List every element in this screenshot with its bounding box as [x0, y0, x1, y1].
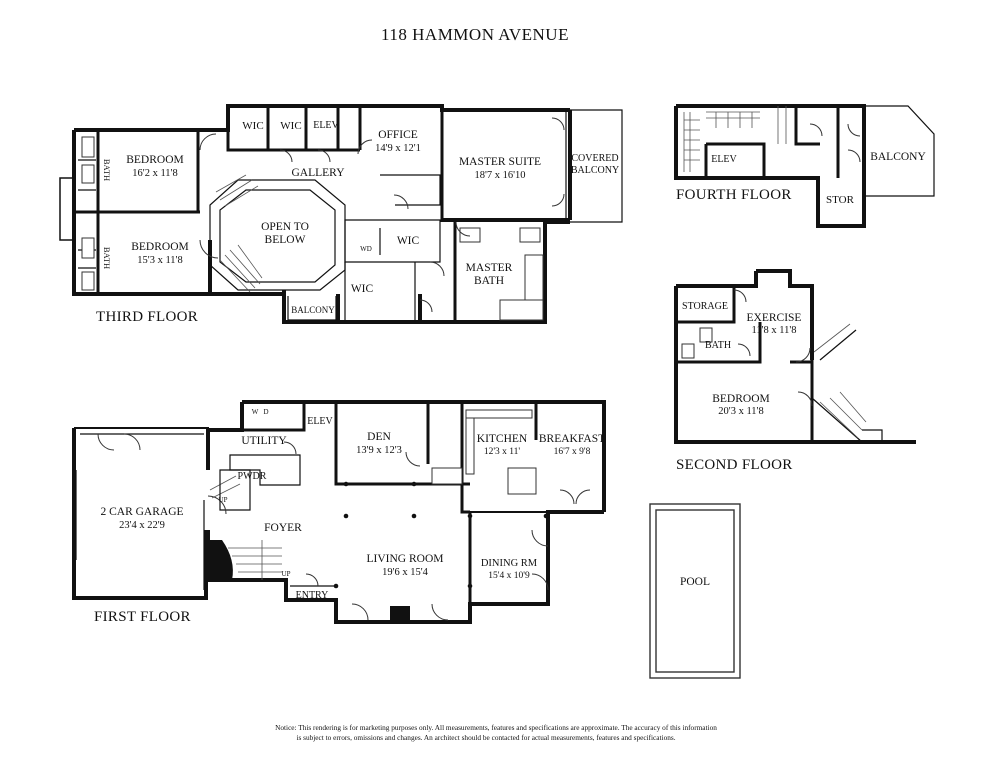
garage-label: 2 CAR GARAGE [100, 506, 183, 518]
dryer-label: D [263, 408, 268, 416]
covered-balcony-label-1: COVERED [571, 153, 618, 164]
wic-1-label: WIC [242, 120, 263, 132]
bedroom-third-b-dimensions: 15'3 x 11'8 [137, 255, 182, 266]
elev-third-label: ELEV [313, 120, 339, 131]
foyer-label: FOYER [264, 522, 302, 534]
balcony-third-label: BALCONY [291, 305, 335, 315]
breakfast-label: BREAKFAST [539, 433, 605, 445]
page-title: 118 HAMMON AVENUE [381, 25, 569, 44]
wic-3-label: WIC [397, 235, 420, 247]
pool-plan [649, 503, 741, 679]
office-label: OFFICE [378, 129, 418, 141]
dining-room-dimensions: 15'4 x 10'9 [488, 571, 530, 581]
up-first-a-label: UP [219, 496, 228, 504]
wic-2-label: WIC [280, 120, 301, 132]
den-dimensions: 13'9 x 12'3 [356, 445, 402, 456]
kitchen-dimensions: 12'3 x 11' [484, 447, 521, 457]
wic-4-label: WIC [351, 283, 374, 295]
bedroom-second-dimensions: 20'3 x 11'8 [718, 406, 763, 417]
exercise-label: EXERCISE [747, 312, 802, 324]
utility-label: UTILITY [241, 435, 287, 447]
washer-label: W [252, 408, 259, 416]
notice-line-2: is subject to errors, omissions and chan… [296, 733, 675, 742]
first-floor-plan [72, 400, 606, 624]
master-suite-label: MASTER SUITE [459, 156, 541, 168]
bedroom-third-a-label: BEDROOM [126, 154, 184, 166]
storage-label: STORAGE [682, 301, 728, 312]
living-room-label: LIVING ROOM [367, 553, 444, 565]
second-floor-plan [674, 269, 916, 444]
balcony-fourth-label: BALCONY [870, 151, 926, 163]
open-to-below-label-2: BELOW [265, 234, 306, 246]
fourth-floor-plan [674, 104, 935, 228]
entry-label: ENTRY [296, 590, 329, 601]
first-floor-label: FIRST FLOOR [94, 609, 191, 625]
wd-third-label: WD [360, 245, 372, 253]
second-floor-label: SECOND FLOOR [676, 457, 793, 473]
bedroom-third-a-dimensions: 16'2 x 11'8 [132, 168, 177, 179]
fourth-floor-label: FOURTH FLOOR [676, 187, 792, 203]
bath-second-label: BATH [705, 340, 731, 351]
elev-fourth-label: ELEV [711, 154, 737, 165]
office-dimensions: 14'9 x 12'1 [375, 143, 421, 154]
bedroom-second-label: BEDROOM [712, 393, 770, 405]
bath-third-a-label: BATH [102, 159, 112, 181]
pool-label: POOL [680, 576, 710, 588]
gallery-label: GALLERY [291, 167, 345, 179]
third-floor-plan [59, 104, 623, 324]
elev-first-label: ELEV [307, 416, 333, 427]
bedroom-third-b-label: BEDROOM [131, 241, 189, 253]
exercise-dimensions: 11'8 x 11'8 [751, 325, 796, 336]
kitchen-label: KITCHEN [477, 433, 528, 445]
stor-label: STOR [826, 194, 855, 206]
master-bath-label-2: BATH [474, 275, 504, 287]
master-suite-dimensions: 18'7 x 16'10 [474, 170, 525, 181]
den-label: DEN [367, 431, 391, 443]
breakfast-dimensions: 16'7 x 9'8 [554, 447, 591, 457]
third-floor-label: THIRD FLOOR [96, 309, 198, 325]
covered-balcony-label-2: BALCONY [571, 165, 619, 176]
up-first-b-label: UP [282, 570, 291, 578]
bath-third-b-label: BATH [102, 247, 112, 269]
dining-room-label: DINING RM [481, 558, 538, 569]
pwdr-label: PWDR [238, 471, 267, 482]
master-bath-label-1: MASTER [466, 262, 513, 274]
living-room-dimensions: 19'6 x 15'4 [382, 567, 429, 578]
open-to-below-label-1: OPEN TO [261, 221, 309, 233]
notice-line-1: Notice: This rendering is for marketing … [275, 723, 717, 732]
garage-dimensions: 23'4 x 22'9 [119, 520, 165, 531]
